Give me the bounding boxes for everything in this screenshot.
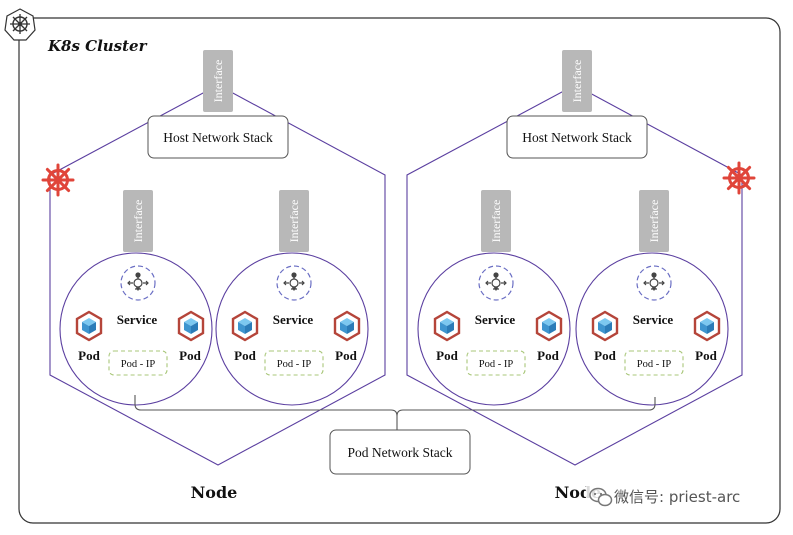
pod-ip-box [466, 350, 526, 376]
pod-cube-icon [231, 310, 259, 342]
pod-cube-icon [75, 310, 103, 342]
pod-ip-box [624, 350, 684, 376]
pod-network-stack: Pod Network Stack [329, 429, 471, 475]
pod-label: Pod [695, 348, 717, 363]
service-label: Service [633, 312, 674, 327]
pod-ip-label: Pod - IP [121, 359, 156, 370]
pod-ip-box [108, 350, 168, 376]
svg-text:Interface: Interface [570, 60, 584, 103]
pod-interface-label: Interface [489, 200, 503, 243]
pod-label: Pod [436, 348, 458, 363]
node-right-helm-icon [722, 161, 756, 195]
watermark-text: 微信号: priest-arc [614, 488, 740, 506]
pod-interface-label: Interface [131, 200, 145, 243]
pod-interface [279, 190, 309, 252]
pod-ip-label: Pod - IP [479, 359, 514, 370]
pod-label: Pod [78, 348, 100, 363]
node-left-host-interface: Interface [203, 50, 233, 112]
service-icon [276, 265, 312, 301]
svg-text:Host Network Stack: Host Network Stack [522, 130, 632, 145]
pod-network-bracket [134, 395, 656, 417]
pod-cube-icon [591, 310, 619, 342]
service-icon [478, 265, 514, 301]
pod-circle [59, 252, 213, 406]
pod-cube-icon [433, 310, 461, 342]
service-label: Service [475, 312, 516, 327]
pod-cube-icon [693, 310, 721, 342]
pod-circle [575, 252, 729, 406]
pod-interface [639, 190, 669, 252]
node-left-label: Node [191, 483, 238, 502]
service-icon [120, 265, 156, 301]
pod-label: Pod [179, 348, 201, 363]
pod-label: Pod [537, 348, 559, 363]
service-icon [636, 265, 672, 301]
node-left-host-network-stack: Host Network Stack [147, 115, 289, 159]
svg-text:Host Network Stack: Host Network Stack [163, 130, 273, 145]
node-left-helm-icon [41, 163, 75, 197]
pod-interface-label: Interface [647, 200, 661, 243]
pod-interface [481, 190, 511, 252]
pod-ip-box [264, 350, 324, 376]
service-label: Service [273, 312, 314, 327]
cluster-frame [18, 17, 781, 524]
pod-circle [417, 252, 571, 406]
pod-cube-icon [177, 310, 205, 342]
cluster-title: K8s Cluster [47, 37, 148, 55]
svg-text:Interface: Interface [211, 60, 225, 103]
service-label: Service [117, 312, 158, 327]
svg-text:Pod Network Stack: Pod Network Stack [348, 445, 453, 460]
pod-ip-label: Pod - IP [277, 359, 312, 370]
pod-ip-label: Pod - IP [637, 359, 672, 370]
cluster-logo-icon [4, 8, 36, 41]
node-right-host-interface: Interface [562, 50, 592, 112]
pod-cube-icon [333, 310, 361, 342]
node-right-host-network-stack: Host Network Stack [506, 115, 648, 159]
pod-interface [123, 190, 153, 252]
wechat-icon [589, 487, 613, 507]
pod-interface-label: Interface [287, 200, 301, 243]
pod-cube-icon [535, 310, 563, 342]
pod-circle [215, 252, 369, 406]
pod-label: Pod [335, 348, 357, 363]
watermark-background [586, 483, 776, 509]
pod-label: Pod [594, 348, 616, 363]
pod-label: Pod [234, 348, 256, 363]
